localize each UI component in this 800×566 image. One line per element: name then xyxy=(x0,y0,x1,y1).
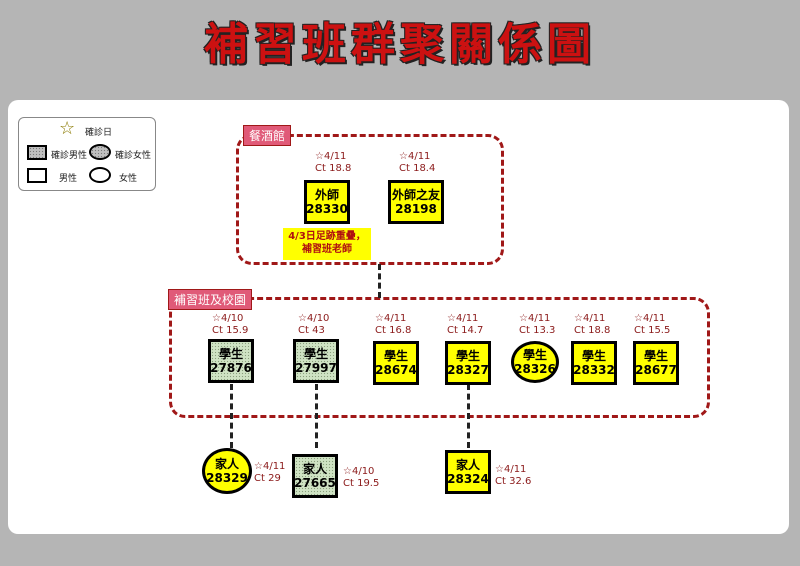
case-role: 家人 xyxy=(302,462,327,476)
legend-male: 男性 xyxy=(59,174,78,184)
ct-value: Ct 13.3 xyxy=(519,325,556,336)
case-number: 28329 xyxy=(206,471,248,485)
ct-value: Ct 16.8 xyxy=(375,325,412,336)
case-role: 學生 xyxy=(581,349,606,363)
ct-value: Ct 15.9 xyxy=(212,325,249,336)
ct-value: Ct 14.7 xyxy=(447,325,484,336)
ct-value: Ct 29 xyxy=(254,473,281,484)
case-number: 28330 xyxy=(306,202,348,216)
footprint-note: 4/3日足跡重疊， 補習班老師 xyxy=(283,228,371,260)
confirm-date: ☆4/11 xyxy=(519,313,551,324)
case-role: 家人 xyxy=(214,457,239,471)
confirm-date: ☆4/11 xyxy=(254,461,286,472)
confirm-date: ☆4/11 xyxy=(447,313,479,324)
legend-confirmed-female: 確診女性 xyxy=(115,151,152,161)
legend-female: 女性 xyxy=(119,174,138,184)
case-number: 28332 xyxy=(573,363,615,377)
case-number: 27876 xyxy=(210,361,252,375)
confirm-date: ☆4/11 xyxy=(495,464,527,475)
case-number: 28327 xyxy=(447,363,489,377)
group-bar xyxy=(236,134,504,265)
confirm-date: ☆4/10 xyxy=(212,313,244,324)
confirmed-male-swatch xyxy=(27,145,47,160)
connector-27997-27665 xyxy=(315,384,318,448)
case-role: 學生 xyxy=(218,347,243,361)
case-number: 28674 xyxy=(375,363,417,377)
confirm-date: ☆4/11 xyxy=(399,151,431,162)
case-role: 外師 xyxy=(314,188,339,202)
legend-confirmed-date: 確診日 xyxy=(85,128,113,138)
star-icon: ☆ xyxy=(59,118,76,139)
case-number: 28324 xyxy=(447,472,489,486)
case-role: 外師之友 xyxy=(391,188,440,202)
connector-28327-28324 xyxy=(467,384,470,448)
group-bar-label: 餐酒館 xyxy=(243,125,292,146)
ct-value: Ct 43 xyxy=(298,325,325,336)
confirm-date: ☆4/10 xyxy=(298,313,330,324)
ct-value: Ct 19.5 xyxy=(343,478,380,489)
ct-value: Ct 32.6 xyxy=(495,476,532,487)
confirm-date: ☆4/11 xyxy=(315,151,347,162)
ct-value: Ct 18.8 xyxy=(574,325,611,336)
ct-value: Ct 18.8 xyxy=(315,163,352,174)
case-role: 學生 xyxy=(643,349,668,363)
male-swatch xyxy=(27,168,47,183)
female-swatch xyxy=(89,167,111,183)
case-number: 27997 xyxy=(295,361,337,375)
case-number: 28198 xyxy=(395,202,437,216)
confirm-date: ☆4/11 xyxy=(375,313,407,324)
confirmed-female-swatch xyxy=(89,144,111,160)
legend: ☆ 確診日 確診男性 確診女性 男性 女性 xyxy=(18,117,156,191)
group-school-label: 補習班及校園 xyxy=(168,289,253,310)
case-number: 28677 xyxy=(635,363,677,377)
footprint-note-line1: 4/3日足跡重疊， xyxy=(288,231,366,242)
confirm-date: ☆4/10 xyxy=(343,466,375,477)
case-number: 28326 xyxy=(514,362,556,376)
case-role: 家人 xyxy=(455,458,480,472)
connector-bar-school xyxy=(378,264,381,298)
footprint-note-line2: 補習班老師 xyxy=(302,244,352,255)
diagram-title: 補習班群聚關係圖 xyxy=(204,19,596,70)
case-role: 學生 xyxy=(455,349,480,363)
case-role: 學生 xyxy=(303,347,328,361)
confirm-date: ☆4/11 xyxy=(634,313,666,324)
case-number: 27665 xyxy=(294,476,336,490)
group-school xyxy=(169,297,710,418)
case-role: 學生 xyxy=(383,349,408,363)
ct-value: Ct 15.5 xyxy=(634,325,671,336)
connector-27876-28329 xyxy=(230,384,233,448)
case-role: 學生 xyxy=(522,348,547,362)
confirm-date: ☆4/11 xyxy=(574,313,606,324)
legend-confirmed-male: 確診男性 xyxy=(51,151,88,161)
ct-value: Ct 18.4 xyxy=(399,163,436,174)
